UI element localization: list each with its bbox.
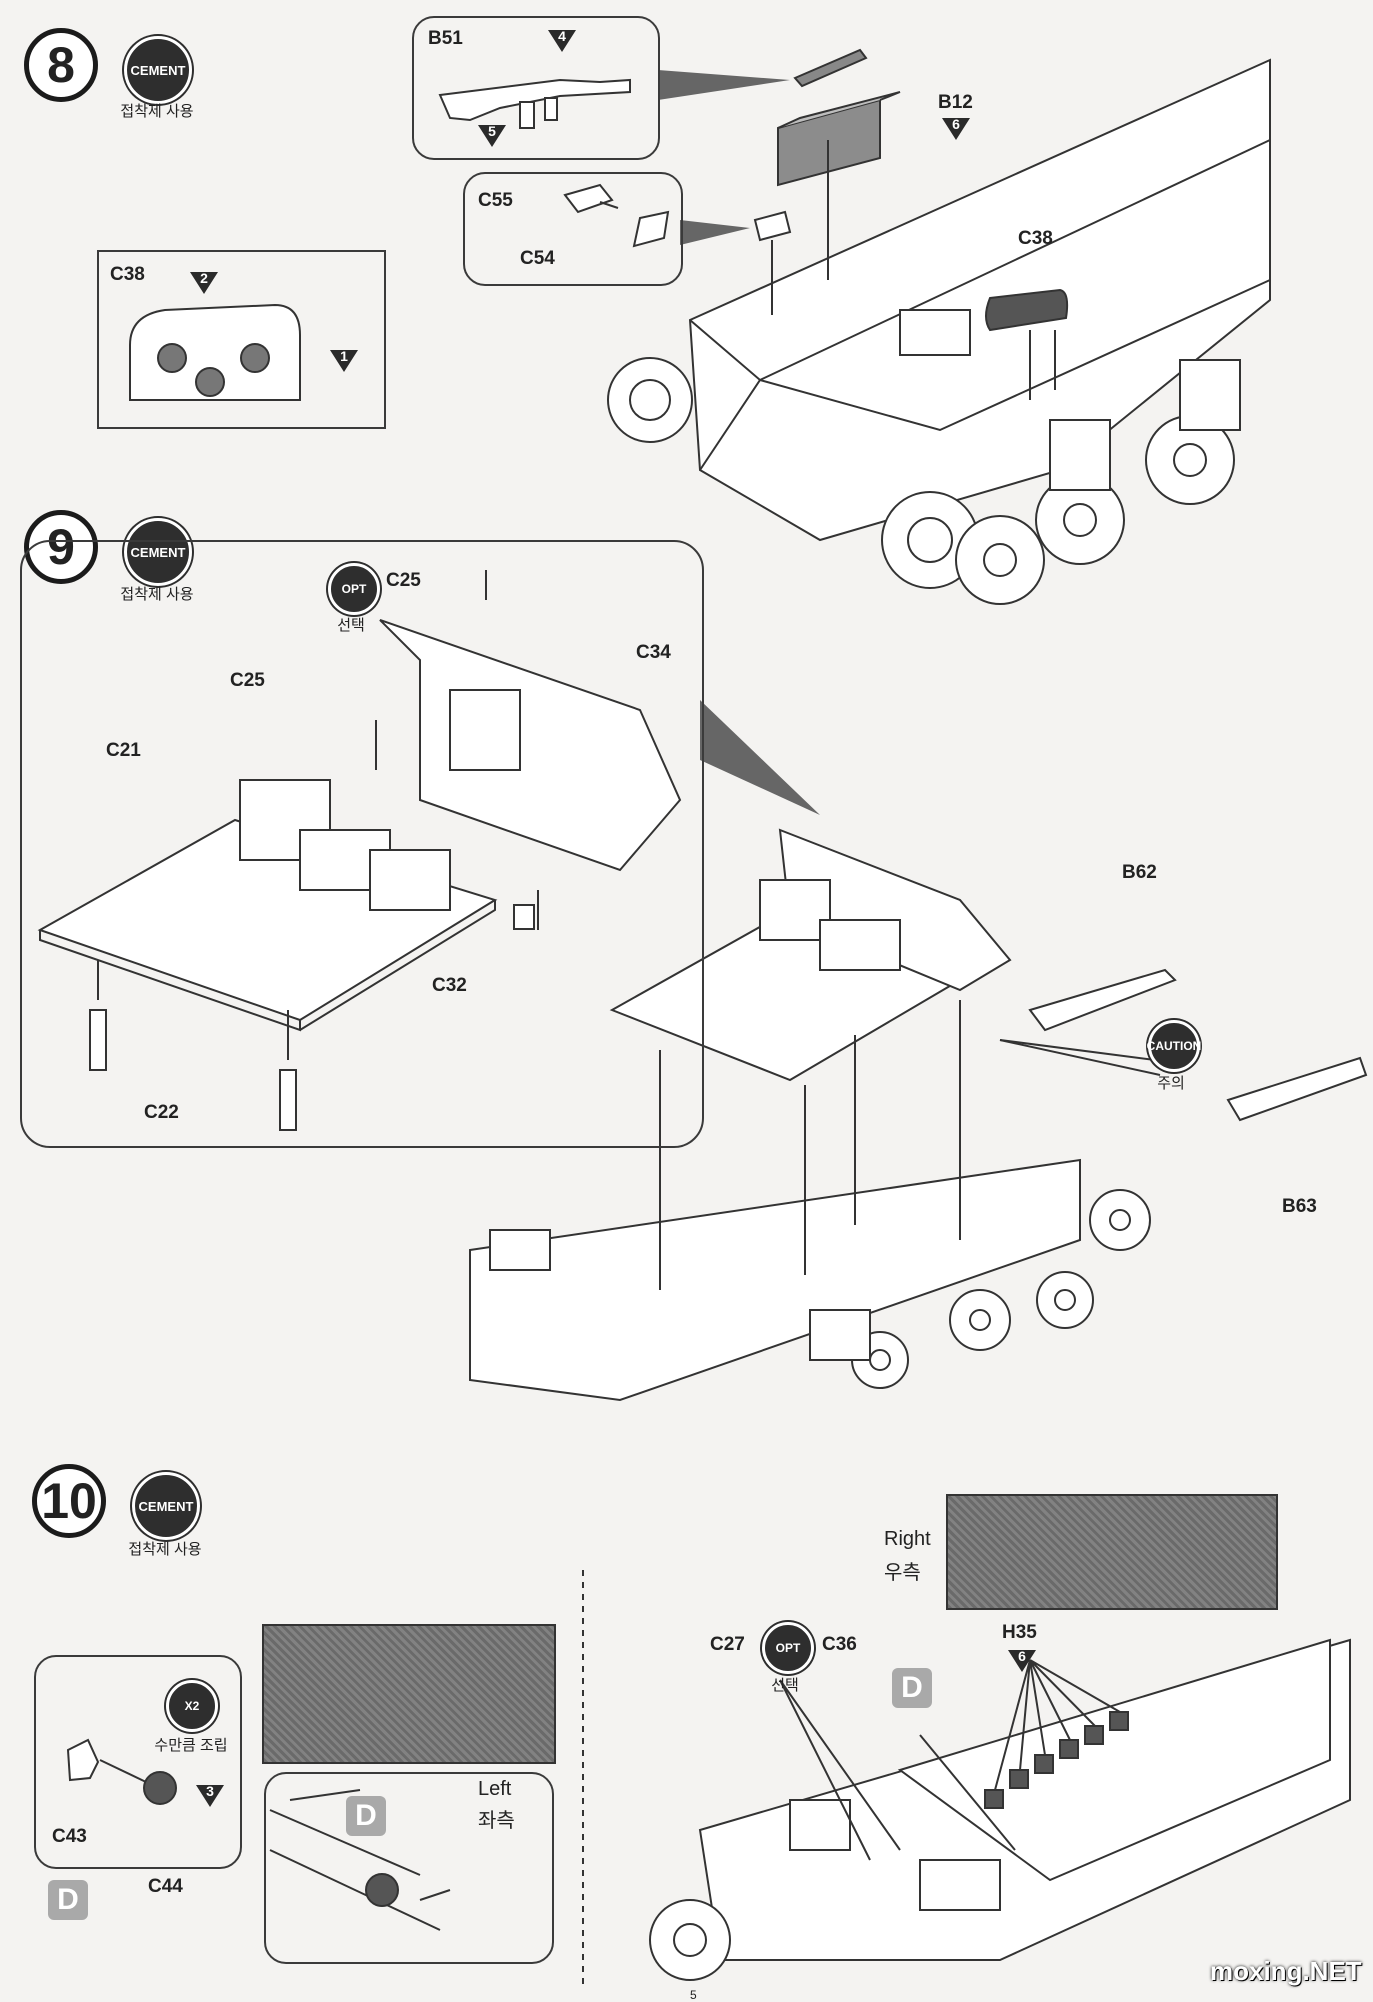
cement-badge-step10: CEMENT — [132, 1472, 200, 1540]
caution-caption: 주의 — [1157, 1075, 1185, 1092]
cement-badge-step8: CEMENT — [124, 36, 192, 104]
page-number: 5 — [690, 1988, 697, 2002]
step-8-number: 8 — [24, 28, 98, 102]
sprocket-step8-a — [607, 357, 693, 443]
label-c21: C21 — [106, 740, 141, 761]
caution-badge: CAUTION — [1147, 1020, 1201, 1072]
qty-marker-c38-2: 2 — [190, 270, 218, 294]
d-marker-main: D — [892, 1668, 932, 1708]
c55-c54-inset-panel — [463, 172, 683, 286]
label-c32: C32 — [432, 975, 467, 996]
c38-plate — [985, 288, 1069, 332]
label-b62: B62 — [1122, 862, 1157, 883]
b63-plate — [1226, 1056, 1368, 1122]
left-label-ko: 좌측 — [478, 1810, 515, 1832]
right-label-en: Right — [884, 1528, 931, 1550]
label-c25-left: C25 — [230, 670, 265, 691]
qty-marker-b51-4: 4 — [548, 28, 576, 52]
c34-bulkhead — [379, 619, 682, 872]
label-c44: C44 — [148, 1876, 183, 1897]
label-b63: B63 — [1282, 1196, 1317, 1217]
reference-photo-left — [262, 1624, 556, 1764]
label-h35: H35 — [1002, 1622, 1037, 1643]
chassis-step9 — [469, 1158, 1081, 1402]
opt-badge-step9: OPT — [328, 563, 380, 615]
label-c36: C36 — [822, 1634, 857, 1655]
qty-marker-c38-1: 1 — [330, 348, 358, 372]
d-marker-inset: D — [48, 1880, 88, 1920]
step-10-number: 10 — [32, 1464, 106, 1538]
step9-inset-panel — [20, 540, 704, 1148]
b62-plate — [1028, 968, 1177, 1032]
label-c38-inset: C38 — [110, 264, 145, 285]
left-label-en: Left — [478, 1778, 512, 1800]
watermark: moxing.NET — [1210, 1956, 1362, 1986]
left-detail-panel — [264, 1772, 554, 1964]
label-c34: C34 — [636, 642, 671, 663]
opt-caption-step9: 선택 — [337, 617, 365, 634]
opt-caption-step10: 선택 — [771, 1677, 799, 1694]
x2-badge: X2 — [166, 1680, 218, 1732]
qty-marker-h35-6: 6 — [1008, 1648, 1036, 1672]
label-c22: C22 — [144, 1102, 179, 1123]
x2-caption: 수만큼 조립 — [154, 1737, 228, 1754]
cement-caption-step9: 접착제 사용 — [120, 586, 194, 603]
right-label-ko: 우측 — [884, 1562, 921, 1584]
b51-inset-panel — [412, 16, 660, 160]
c38-inset-panel — [97, 250, 386, 429]
cement-badge-step9: CEMENT — [124, 518, 192, 586]
label-b12: B12 — [938, 92, 973, 113]
d-marker-left: D — [346, 1796, 386, 1836]
c43-bracket — [66, 1738, 100, 1782]
label-c27: C27 — [710, 1634, 745, 1655]
c43-c44-inset-panel — [34, 1655, 242, 1869]
c44-lens — [143, 1771, 177, 1805]
label-c38: C38 — [1018, 228, 1053, 249]
qty-marker-b51-5: 5 — [478, 123, 506, 147]
label-c25-top: C25 — [386, 570, 421, 591]
label-c54: C54 — [520, 248, 555, 269]
opt-badge-step10: OPT — [762, 1622, 814, 1674]
cement-caption-step8: 접착제 사용 — [120, 103, 194, 120]
label-c55: C55 — [478, 190, 513, 211]
label-b51: B51 — [428, 28, 463, 49]
label-c43: C43 — [52, 1826, 87, 1847]
qty-marker-b12-6: 6 — [942, 116, 970, 140]
cement-caption-step10: 접착제 사용 — [128, 1541, 202, 1558]
reference-photo-right — [946, 1494, 1278, 1610]
qty-marker-c44-3: 3 — [196, 1783, 224, 1807]
step-9-number: 9 — [24, 510, 98, 584]
